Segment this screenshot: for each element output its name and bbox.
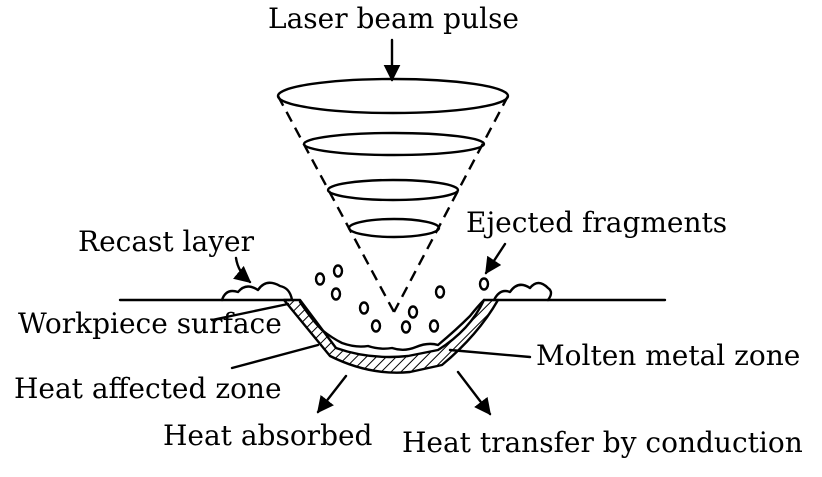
recast-lump-right: [492, 281, 553, 302]
label-heat-transfer-by-conduction: Heat transfer by conduction: [402, 426, 803, 459]
fragment: [314, 272, 326, 286]
beam-ellipse-3: [326, 178, 460, 202]
fragment: [407, 305, 419, 319]
label-workpiece-surface: Workpiece surface: [18, 307, 282, 340]
label-ejected-fragments: Ejected fragments: [466, 206, 727, 239]
beam-ellipse-4: [347, 217, 441, 239]
heat-affected-zone-leader: [230, 343, 320, 370]
fragment: [358, 301, 370, 315]
cone-right-edge: [392, 95, 510, 313]
heat-absorbed-arrow: [316, 374, 348, 414]
label-recast-layer: Recast layer: [78, 225, 255, 258]
fragment: [434, 285, 446, 299]
label-heat-absorbed: Heat absorbed: [163, 419, 373, 452]
fragment: [400, 320, 412, 334]
molten-metal-boundary: [298, 298, 486, 351]
fragment: [428, 319, 440, 333]
workpiece-surface-leader: [210, 302, 290, 322]
beam-ellipse-2: [302, 131, 486, 157]
fragment: [332, 264, 344, 278]
recast-layer-arrow: [233, 256, 252, 284]
label-heat-affected-zone: Heat affected zone: [14, 372, 282, 405]
heat-transfer-arrow: [456, 370, 492, 416]
ejected-fragments-arrow: [484, 242, 507, 275]
heat-affected-zone-band: [282, 298, 500, 374]
molten-metal-zone-leader: [448, 348, 532, 359]
label-molten-metal-zone: Molten metal zone: [536, 339, 800, 372]
fragment: [370, 319, 382, 333]
label-laser-beam-pulse: Laser beam pulse: [268, 2, 519, 35]
fragment: [478, 277, 490, 291]
ejected-fragments: [314, 264, 490, 334]
fragment: [330, 287, 342, 301]
beam-ellipse-1: [276, 77, 510, 115]
recast-lump-left: [220, 281, 294, 302]
cone-left-edge: [276, 95, 396, 313]
